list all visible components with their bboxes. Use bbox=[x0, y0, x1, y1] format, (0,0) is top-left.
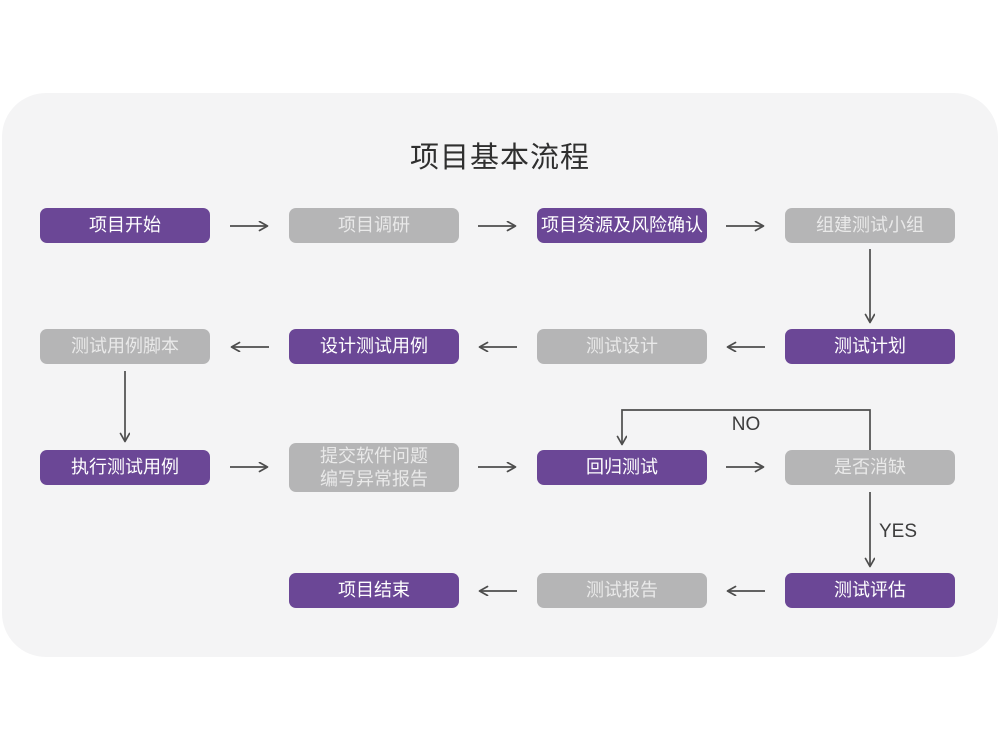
flowchart-card bbox=[2, 93, 998, 657]
node-resources-risk-confirm: 项目资源及风险确认 bbox=[537, 208, 707, 243]
node-design-test-cases: 设计测试用例 bbox=[289, 329, 459, 364]
diagram-title: 项目基本流程 bbox=[409, 142, 590, 174]
node-project-start: 项目开始 bbox=[40, 208, 210, 243]
node-test-report: 测试报告 bbox=[537, 573, 707, 608]
node-execute-test-cases: 执行测试用例 bbox=[40, 450, 210, 485]
node-test-case-scripts: 测试用例脚本 bbox=[40, 329, 210, 364]
node-project-end: 项目结束 bbox=[289, 573, 459, 608]
node-test-evaluation: 测试评估 bbox=[785, 573, 955, 608]
node-test-design: 测试设计 bbox=[537, 329, 707, 364]
node-project-research: 项目调研 bbox=[289, 208, 459, 243]
node-defect-cleared: 是否消缺 bbox=[785, 450, 955, 485]
edge-label-yes: YES bbox=[879, 521, 918, 542]
node-submit-issue-report: 提交软件问题 编写异常报告 bbox=[289, 443, 459, 492]
node-form-test-team: 组建测试小组 bbox=[785, 208, 955, 243]
node-regression-test: 回归测试 bbox=[537, 450, 707, 485]
edge-label-no: NO bbox=[731, 414, 761, 435]
node-test-plan: 测试计划 bbox=[785, 329, 955, 364]
